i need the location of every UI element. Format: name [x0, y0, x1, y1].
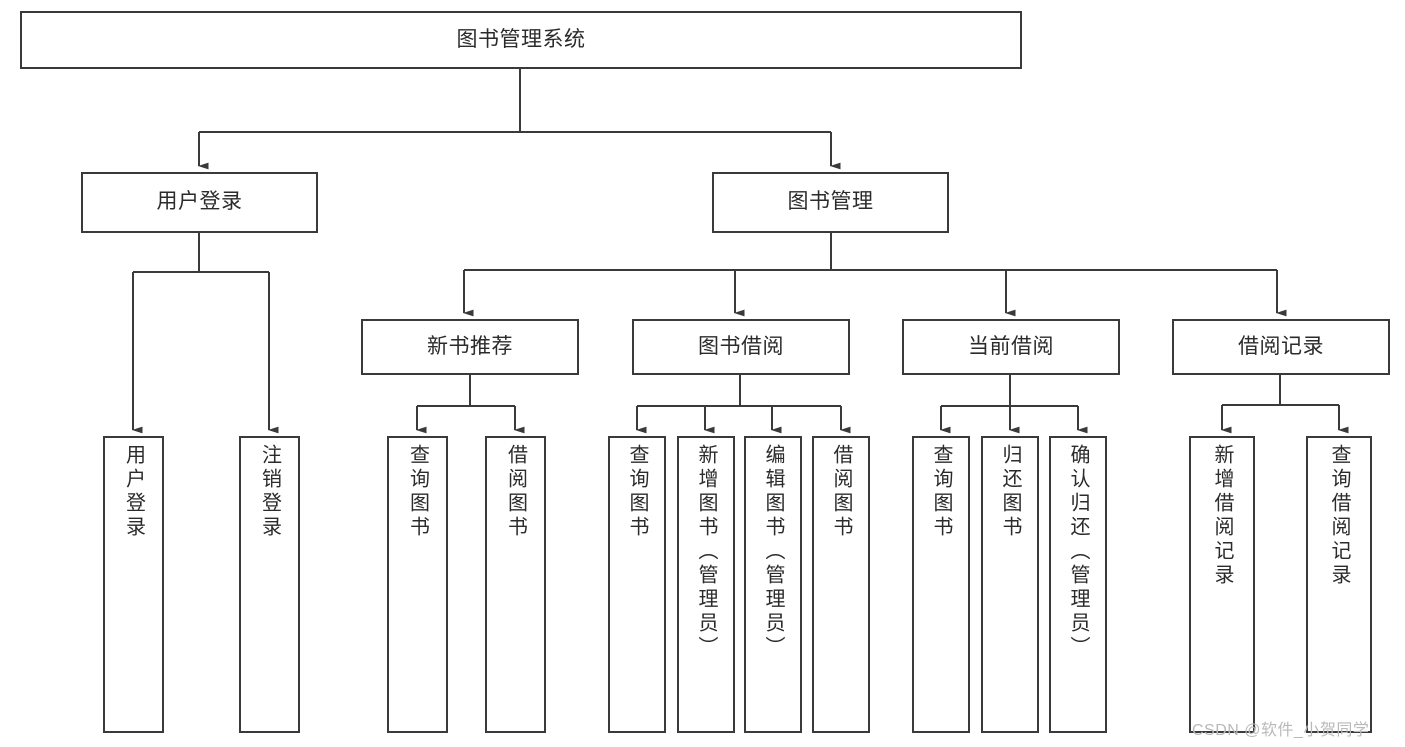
node-borrow-record[interactable]: 借阅记录	[1172, 319, 1390, 375]
node-book-manage-label: 图书管理	[787, 190, 874, 214]
node-new-book-recommend-label: 新书推荐	[427, 334, 513, 358]
node-leaf-add-book-admin[interactable]: 新增图书（管理员）	[677, 436, 735, 733]
node-new-book-recommend[interactable]: 新书推荐	[361, 319, 579, 375]
node-leaf-query-book-2-label: 查询图书	[626, 444, 648, 540]
node-leaf-add-book-admin-label: 新增图书（管理员）	[695, 444, 717, 660]
csdn-watermark: CSDN @软件_小贺同学	[1192, 722, 1370, 739]
node-leaf-logout-login[interactable]: 注销登录	[239, 436, 300, 733]
node-leaf-query-borrow-record[interactable]: 查询借阅记录	[1306, 436, 1372, 733]
node-user-login-label: 用户登录	[156, 190, 243, 214]
node-current-borrow-label: 当前借阅	[968, 334, 1054, 358]
node-book-borrow-label: 图书借阅	[698, 334, 784, 358]
node-leaf-query-book-1[interactable]: 查询图书	[387, 436, 448, 733]
node-book-borrow[interactable]: 图书借阅	[632, 319, 850, 375]
node-root[interactable]: 图书管理系统	[20, 11, 1022, 69]
node-leaf-return-book-label: 归还图书	[999, 444, 1021, 540]
node-leaf-return-book[interactable]: 归还图书	[981, 436, 1039, 733]
node-leaf-user-login-label: 用户登录	[122, 444, 145, 540]
node-book-manage[interactable]: 图书管理	[712, 172, 949, 233]
node-leaf-confirm-return-admin-label: 确认归还（管理员）	[1067, 444, 1089, 660]
node-leaf-borrow-book-1-label: 借阅图书	[504, 444, 527, 540]
node-leaf-edit-book-admin[interactable]: 编辑图书（管理员）	[744, 436, 802, 733]
node-root-label: 图书管理系统	[456, 27, 586, 51]
node-borrow-record-label: 借阅记录	[1238, 334, 1324, 358]
node-leaf-query-book-3-label: 查询图书	[930, 444, 952, 540]
node-current-borrow[interactable]: 当前借阅	[902, 319, 1120, 375]
node-leaf-query-book-3[interactable]: 查询图书	[912, 436, 970, 733]
node-leaf-query-borrow-record-label: 查询借阅记录	[1328, 444, 1350, 588]
node-leaf-borrow-book-2-label: 借阅图书	[830, 444, 852, 540]
node-leaf-add-borrow-record[interactable]: 新增借阅记录	[1189, 436, 1255, 733]
node-leaf-user-login[interactable]: 用户登录	[103, 436, 164, 733]
node-user-login[interactable]: 用户登录	[81, 172, 318, 233]
node-leaf-edit-book-admin-label: 编辑图书（管理员）	[762, 444, 784, 660]
node-leaf-add-borrow-record-label: 新增借阅记录	[1211, 444, 1233, 588]
node-leaf-borrow-book-2[interactable]: 借阅图书	[812, 436, 870, 733]
node-leaf-borrow-book-1[interactable]: 借阅图书	[485, 436, 546, 733]
node-leaf-confirm-return-admin[interactable]: 确认归还（管理员）	[1049, 436, 1107, 733]
node-leaf-logout-login-label: 注销登录	[258, 444, 281, 540]
node-leaf-query-book-2[interactable]: 查询图书	[608, 436, 666, 733]
node-leaf-query-book-1-label: 查询图书	[406, 444, 429, 540]
